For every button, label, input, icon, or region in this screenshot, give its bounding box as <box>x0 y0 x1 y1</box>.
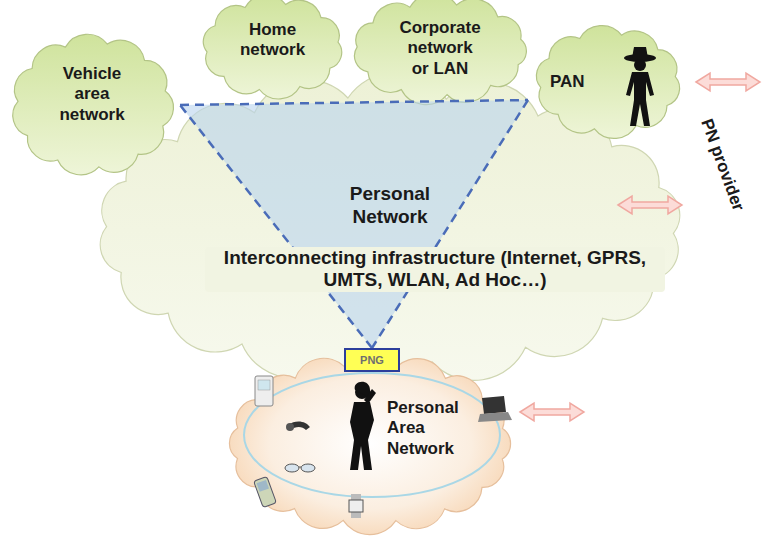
node-label: Vehicle area network <box>47 64 137 125</box>
pan-ring <box>244 373 500 497</box>
node-label: Interconnecting infrastructure (Internet… <box>205 247 665 293</box>
node-label: Home network <box>230 20 315 61</box>
phone-icon <box>254 476 277 507</box>
double-arrow <box>618 196 682 214</box>
node-label: Corporate network or LAN <box>398 18 482 79</box>
glasses-icon <box>285 464 315 472</box>
person-silhouette <box>624 47 656 126</box>
body <box>350 402 374 470</box>
network-cloud: PAN <box>528 22 688 142</box>
cloud-outline <box>203 0 341 99</box>
headset-icon <box>286 421 310 431</box>
network-cloud: Vehicle area network <box>5 30 180 180</box>
pda-screen <box>258 380 270 390</box>
cloud-outline <box>354 0 526 105</box>
arm <box>364 389 376 404</box>
laptop-base <box>478 412 512 422</box>
pda-icon <box>255 376 273 406</box>
pda-body <box>255 376 273 406</box>
bridge <box>299 467 301 468</box>
double-arrow <box>520 403 584 421</box>
hat-crown <box>632 47 648 58</box>
phone-body <box>254 476 277 507</box>
double-arrow <box>696 73 760 91</box>
phone-screen <box>257 480 269 492</box>
provider-label: PN provider <box>696 116 748 213</box>
lens <box>301 464 315 472</box>
dashed-connector <box>372 100 528 348</box>
watch-face <box>349 500 363 512</box>
box-label: PNG <box>346 350 398 370</box>
person-silhouette <box>350 382 376 470</box>
node-label: Personal Area Network <box>387 398 482 459</box>
dashed-connector <box>180 100 528 105</box>
head <box>634 59 646 71</box>
watch-icon <box>349 494 363 518</box>
gateway-box: PNG <box>344 348 400 372</box>
personal-network-area <box>180 100 528 348</box>
node-label: PAN <box>550 72 610 92</box>
cloud-outline <box>229 352 510 534</box>
network-cloud: Home network <box>195 0 350 102</box>
dashed-connector <box>180 105 372 348</box>
node-label: Personal Network <box>325 183 455 229</box>
network-cloud: Corporate network or LAN <box>345 0 535 107</box>
lens <box>285 464 299 472</box>
laptop-screen <box>482 396 506 414</box>
headset-ear <box>286 423 294 431</box>
body <box>626 72 654 126</box>
laptop-icon <box>478 396 512 422</box>
provider-arrows <box>520 73 760 421</box>
cloud-outline <box>536 26 679 139</box>
cloud-outline <box>13 34 174 175</box>
